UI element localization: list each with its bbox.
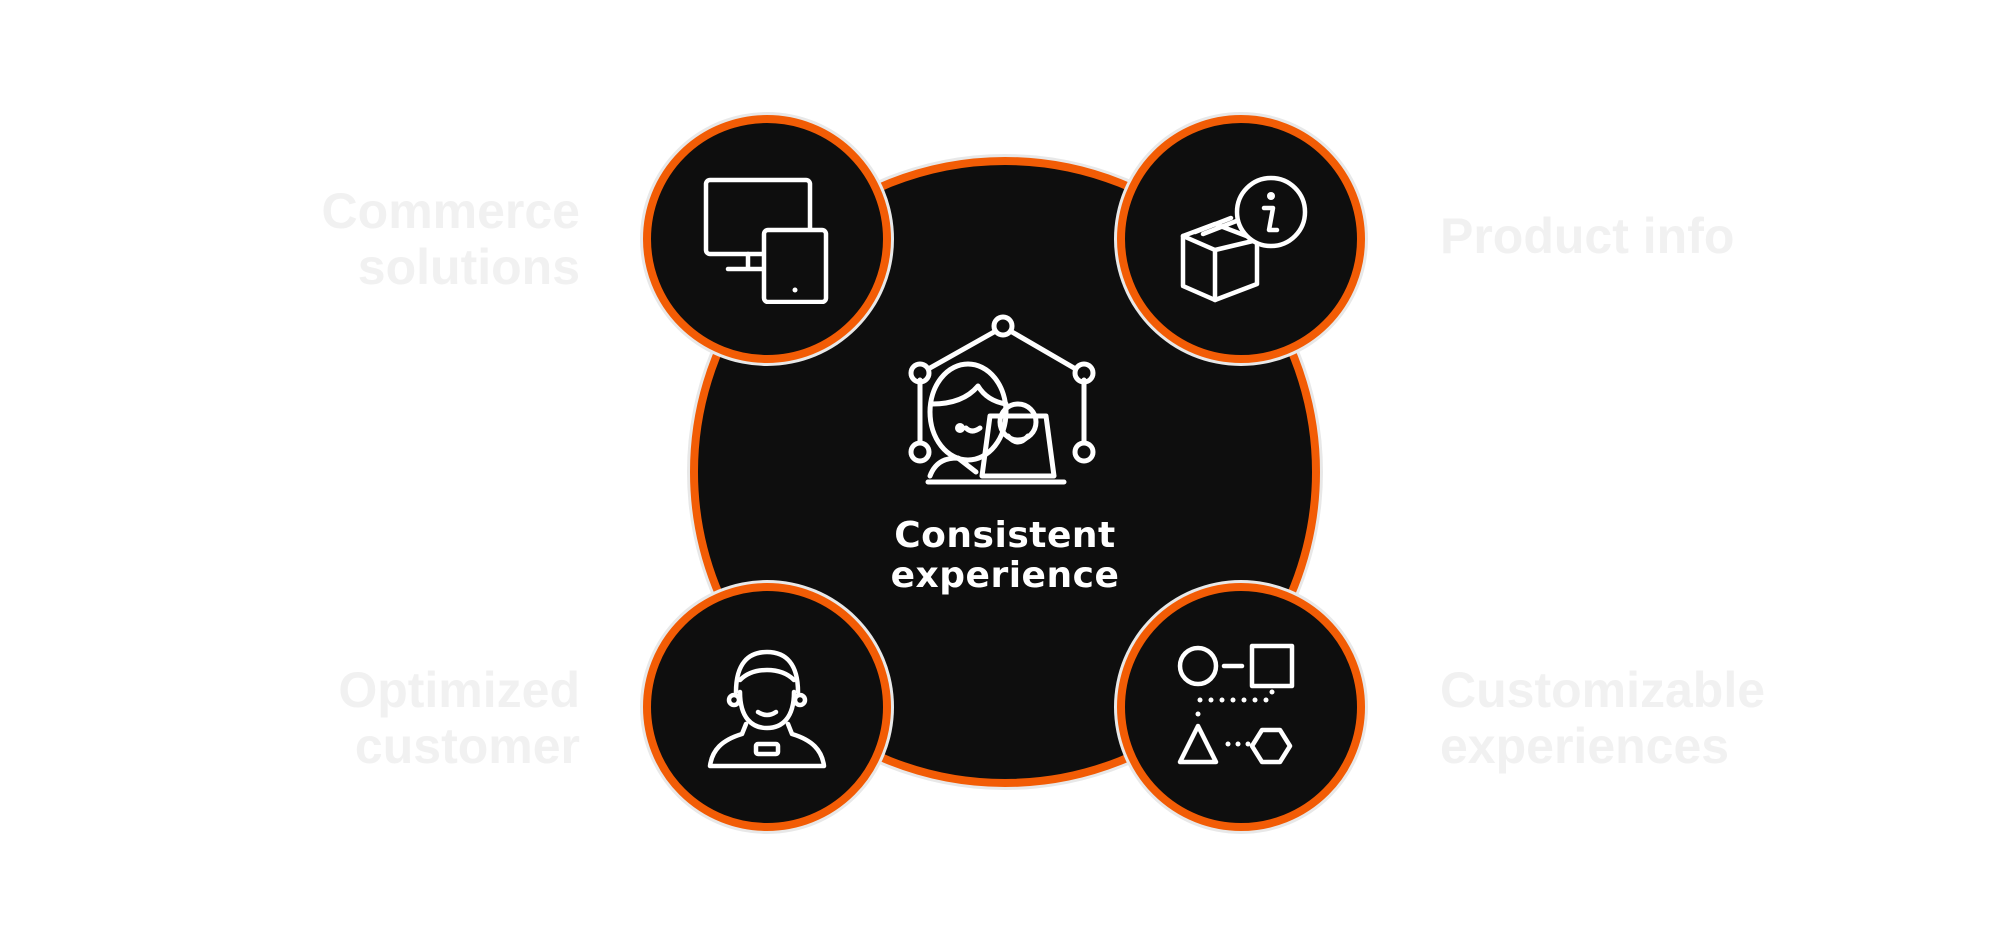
shapes-workflow-icon	[1176, 642, 1306, 772]
label-line: Commerce	[321, 183, 580, 239]
label-customizable-experiences: Customizable experiences	[1440, 662, 1880, 774]
satellite-product-info	[1117, 115, 1365, 363]
label-product-info: Product info	[1440, 208, 1770, 264]
center-label: Consistent experience	[840, 516, 1170, 596]
label-line: experiences	[1440, 718, 1730, 774]
label-commerce-solutions: Commerce solutions	[250, 183, 580, 295]
customer-support-icon	[702, 642, 832, 772]
label-optimized-customer: Optimized customer	[250, 662, 580, 774]
satellite-customer-support	[643, 583, 891, 831]
user-network-icon	[908, 312, 1102, 492]
label-line: solutions	[357, 239, 580, 295]
product-info-icon	[1173, 174, 1309, 304]
center-label-line: Consistent	[894, 515, 1116, 556]
label-line: Customizable	[1440, 662, 1766, 718]
satellite-shapes-workflow	[1117, 583, 1365, 831]
devices-icon	[702, 174, 832, 304]
label-line: customer	[354, 718, 580, 774]
center-label-line: experience	[890, 555, 1120, 596]
label-line: Optimized	[338, 662, 580, 718]
label-line: Product info	[1440, 208, 1735, 264]
satellite-devices	[643, 115, 891, 363]
